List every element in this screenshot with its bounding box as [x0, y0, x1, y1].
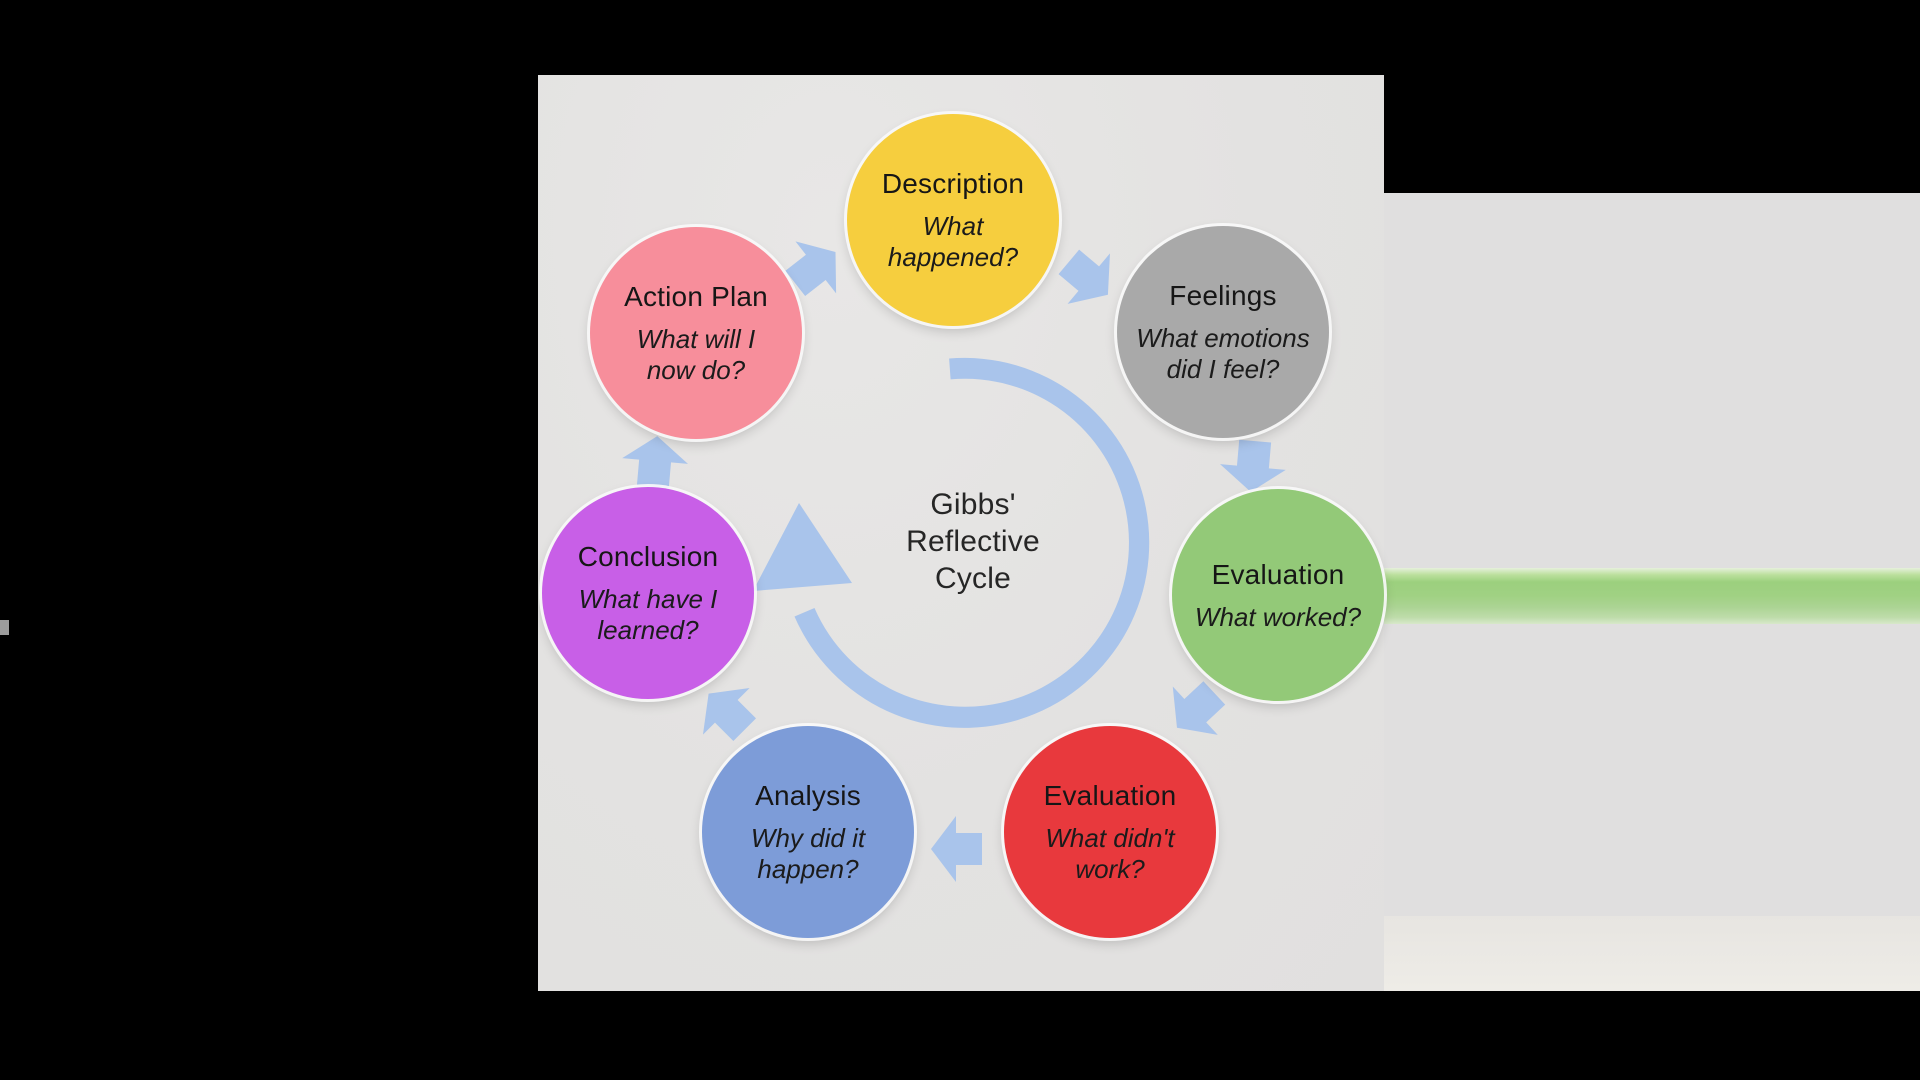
stage-question: What emotions did I feel? [1136, 323, 1310, 384]
stage-question: What didn't work? [1045, 823, 1175, 884]
stage-circle-feelings: Feelings What emotions did I feel? [1117, 226, 1329, 438]
stage-question: What happened? [887, 211, 1019, 272]
screen-edge-artifact [0, 620, 9, 635]
stage-title: Conclusion [577, 541, 719, 572]
stage-title: Evaluation [1211, 558, 1345, 590]
stage-circle-conclusion: Conclusion What have I learned? [542, 487, 754, 699]
right-background-lower-band [1384, 916, 1920, 991]
stage-title: Description [881, 168, 1025, 199]
stage-title: Evaluation [1043, 780, 1177, 811]
cycle-title: Gibbs' Reflective Cycle [906, 488, 1040, 595]
stage-circle-action-plan: Action Plan What will I now do? [590, 227, 802, 439]
stage-circle-evaluation-worked: Evaluation What worked? [1172, 489, 1384, 701]
flow-arrow-evaluation2-to-analysis-icon [931, 816, 982, 882]
stage-title: Analysis [755, 780, 861, 811]
stage-circle-analysis: Analysis Why did it happen? [702, 726, 914, 938]
flow-arrow-feelings-to-evaluation-icon [1217, 438, 1289, 495]
stage-circle-description: Description What happened? [847, 114, 1059, 326]
stage-title: Feelings [1169, 280, 1277, 311]
stage-question: Why did it happen? [750, 823, 866, 884]
cycle-ring-arrowhead-icon [753, 503, 852, 591]
flow-arrow-conclusion-to-actionplan-icon [619, 433, 691, 490]
stage-question: What will I now do? [636, 324, 756, 385]
flow-arrow-description-to-feelings-icon [1047, 236, 1130, 320]
stage-question: What worked? [1194, 601, 1362, 632]
green-stripe [1384, 568, 1920, 624]
stage-circle-evaluation-didnt-work: Evaluation What didn't work? [1004, 726, 1216, 938]
stage-title: Action Plan [624, 281, 768, 312]
stage-question: What have I learned? [578, 584, 718, 645]
